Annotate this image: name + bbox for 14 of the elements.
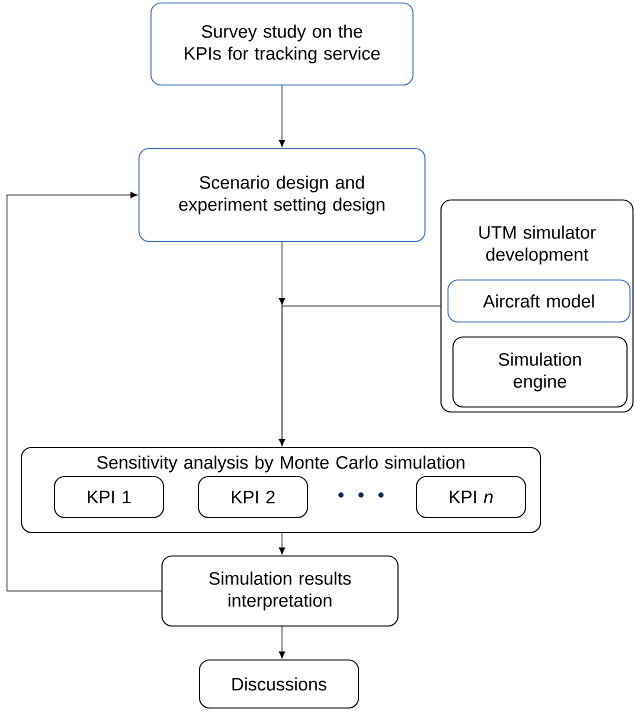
arrow [278, 298, 441, 446]
process-box: KPI n [416, 476, 526, 518]
process-box: Aircraft model [447, 279, 631, 323]
arrow [278, 532, 286, 555]
arrow [6, 192, 162, 592]
process-box: Simulation results interpretation [161, 555, 399, 627]
process-box: Simulation engine [452, 336, 628, 408]
process-box: KPI 1 [54, 476, 164, 518]
process-box: Discussions [198, 659, 360, 709]
arrow [278, 85, 286, 148]
process-box: Survey study on the KPIs for tracking service [150, 2, 414, 86]
process-box: Scenario design and experiment setting design [138, 148, 426, 242]
process-box: KPI 2 [198, 476, 308, 518]
arrow [278, 626, 286, 659]
